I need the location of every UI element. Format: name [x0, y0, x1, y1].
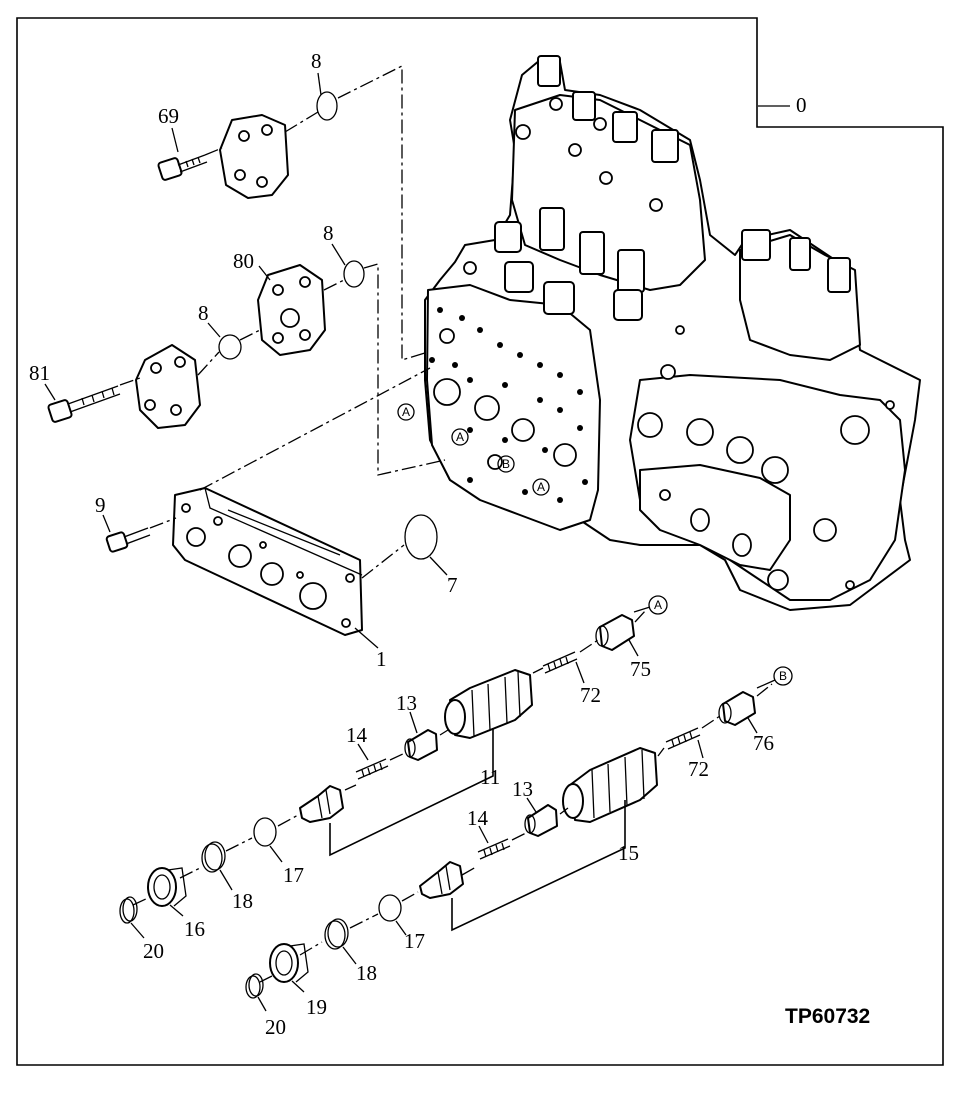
callouts: 0 8 69 8 80 8 81 9 7 1 75 72 13 14 11 76… — [29, 49, 807, 1039]
o-ring-8-top — [316, 91, 338, 121]
callout-18-upper: 18 — [232, 889, 253, 913]
diagram-frame — [16, 17, 944, 1066]
callout-18-lower: 18 — [356, 961, 377, 985]
svg-text:B: B — [779, 669, 787, 683]
assembly-line-flange-lower — [197, 329, 261, 376]
callout-75: 75 — [630, 657, 651, 681]
poppet-13-lower — [524, 804, 558, 837]
port-reference-b: B — [756, 666, 793, 689]
callout-19: 19 — [306, 995, 327, 1019]
plug-76 — [718, 691, 756, 726]
callout-8-lower: 8 — [198, 301, 209, 325]
split-flange-lower — [135, 344, 201, 429]
split-flange-upper — [219, 114, 289, 199]
o-ring-20-upper — [119, 896, 138, 924]
callout-0: 0 — [796, 93, 807, 117]
control-valve-assembly — [424, 55, 921, 611]
backup-ring-18-upper — [201, 841, 226, 873]
figure-code: TP60732 — [785, 1005, 870, 1028]
callout-20-upper: 20 — [143, 939, 164, 963]
spring-72-lower — [665, 727, 701, 750]
spring-14-lower — [477, 838, 511, 860]
plug-16 — [147, 867, 187, 907]
callout-20-lower: 20 — [265, 1015, 286, 1039]
spring-72-upper — [542, 651, 578, 674]
plug-75 — [595, 614, 635, 651]
backup-ring-18-lower — [324, 918, 349, 950]
port-marker-b-1: B — [497, 455, 515, 473]
o-ring-17-lower — [378, 894, 402, 922]
callout-1: 1 — [376, 647, 387, 671]
callout-72-upper: 72 — [580, 683, 601, 707]
plug-19 — [269, 943, 309, 983]
bracket-11 — [329, 728, 494, 857]
relief-valve-15 — [562, 747, 658, 823]
assembly-line-flange-80 — [323, 263, 446, 476]
callout-17-lower: 17 — [404, 929, 425, 953]
svg-text:A: A — [402, 405, 410, 419]
o-ring-20-lower — [245, 973, 264, 999]
callout-81: 81 — [29, 361, 50, 385]
callout-8-top: 8 — [311, 49, 322, 73]
end-cover-plate-1 — [172, 487, 363, 636]
assembly-line-screw-81 — [119, 377, 141, 386]
svg-text:A: A — [654, 598, 662, 612]
callout-16: 16 — [184, 917, 205, 941]
callout-11: 11 — [480, 765, 500, 789]
callout-13-lower: 13 — [512, 777, 533, 801]
callout-13-upper: 13 — [396, 691, 417, 715]
callout-14-lower: 14 — [467, 806, 489, 830]
svg-text:A: A — [537, 480, 545, 494]
port-marker-a-3: A — [532, 478, 550, 496]
svg-text:A: A — [456, 430, 464, 444]
callout-7: 7 — [447, 573, 458, 597]
port-reference-a: A — [633, 595, 668, 615]
port-marker-a-1: A — [397, 403, 415, 421]
svg-text:B: B — [502, 457, 510, 471]
o-ring-17-upper — [253, 817, 277, 847]
cap-screw-81 — [47, 385, 121, 423]
assembly-line-screw-69 — [204, 147, 223, 156]
callout-17-upper: 17 — [283, 863, 304, 887]
o-ring-8-middle — [343, 260, 365, 288]
split-flange-80 — [257, 264, 326, 356]
assembly-line-valve-lower — [259, 683, 773, 983]
port-marker-a-2: A — [451, 428, 469, 446]
spring-14-upper — [355, 758, 389, 780]
callout-8-middle: 8 — [323, 221, 334, 245]
callout-9: 9 — [95, 493, 106, 517]
o-ring-7 — [404, 514, 438, 560]
callout-14-upper: 14 — [346, 723, 368, 747]
adjuster-screw-15 — [419, 861, 464, 899]
assembly-line-valve-upper — [132, 609, 647, 906]
o-ring-8-lower — [218, 334, 242, 360]
callout-80: 80 — [233, 249, 254, 273]
poppet-13-upper — [404, 729, 438, 761]
assembly-line-plate — [199, 367, 431, 491]
relief-valve-11 — [444, 669, 533, 739]
assembly-line-oring-7 — [361, 544, 405, 579]
callout-72-lower: 72 — [688, 757, 709, 781]
assembly-line-flange-upper — [284, 64, 429, 361]
face-bolt-holes — [429, 307, 588, 503]
adjuster-screw-11 — [299, 785, 344, 823]
cap-screw-9 — [105, 527, 151, 553]
callout-76: 76 — [753, 731, 774, 755]
cap-screw-69 — [157, 154, 208, 181]
assembly-line-screw-9 — [149, 517, 177, 529]
callout-69: 69 — [158, 104, 179, 128]
callout-15: 15 — [618, 841, 639, 865]
bracket-15 — [451, 800, 626, 932]
